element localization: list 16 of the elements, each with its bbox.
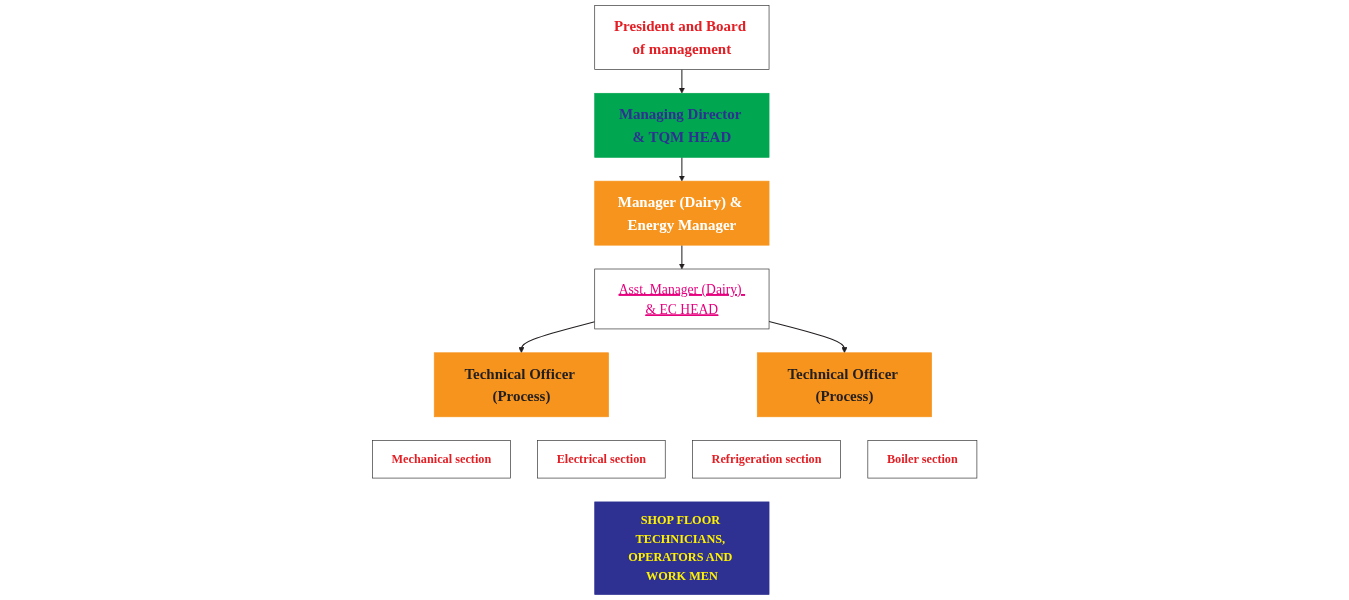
node-box: Electrical section <box>537 440 666 479</box>
arrow <box>678 156 685 182</box>
node-box: Mechanical section <box>371 440 511 479</box>
node-box: Technical Officer (Process) <box>756 352 932 418</box>
arrow <box>678 68 685 94</box>
arrow <box>768 320 848 354</box>
node-box: Technical Officer (Process) <box>433 352 609 418</box>
node-box: Managing Director & TQM HEAD <box>594 92 770 158</box>
node-box: President and Board of management <box>594 5 770 70</box>
arrow <box>678 244 685 270</box>
node-box: Boiler section <box>867 440 978 479</box>
node-box: Refrigeration section <box>692 440 841 479</box>
node-box: SHOP FLOOR TECHNICIANS, OPERATORS AND WORK MEN <box>594 501 770 595</box>
node-box: Asst. Manager (Dairy) & EC HEAD <box>594 268 770 330</box>
node-box: Manager (Dairy) & Energy Manager <box>594 180 770 246</box>
arrow <box>518 321 596 354</box>
